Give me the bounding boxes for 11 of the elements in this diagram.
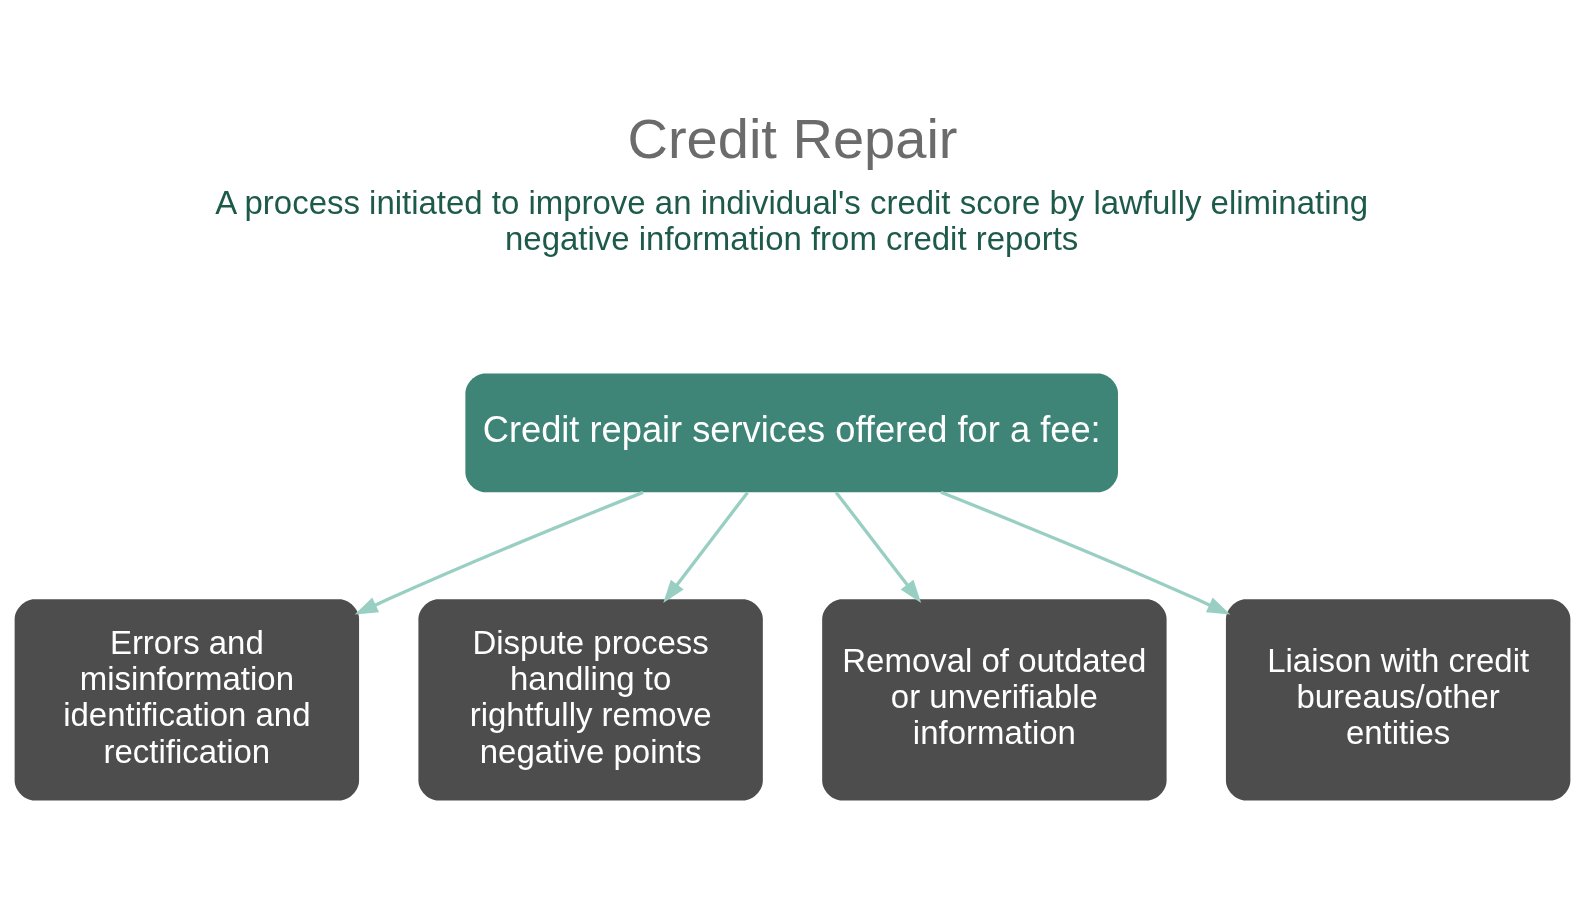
node-box: Liaison with credit bureaus/other entities (1225, 598, 1571, 800)
node-box: Errors and misinformation identification and rectification (14, 598, 360, 800)
arrow (834, 490, 922, 603)
arrow (354, 490, 644, 615)
diagram-title: Credit Repair (627, 106, 958, 170)
node-box: Removal of outdated or unverifiable information (822, 598, 1167, 800)
node-box: Dispute process handling to rightfully remove negative points (418, 598, 763, 800)
arrow (663, 490, 749, 603)
arrow (940, 490, 1231, 615)
label: A process initiated to improve an individual's credit score by lawfully eliminating negative information from credit reports (215, 183, 1369, 257)
node-box: Credit repair services offered for a fee: (465, 373, 1118, 492)
